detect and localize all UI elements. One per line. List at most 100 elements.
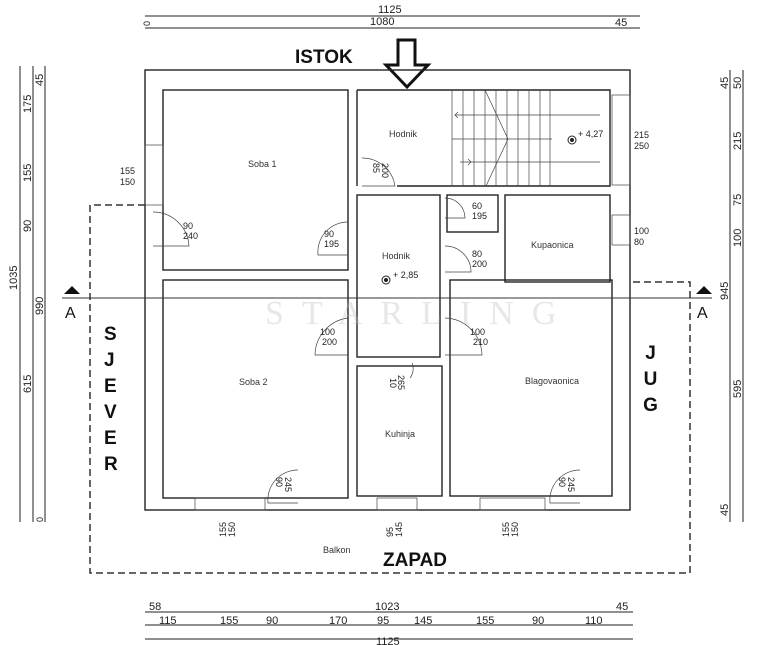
section-line-a: A A xyxy=(62,286,712,322)
opening-dim: 90 xyxy=(557,477,567,487)
opening-dim: 200 xyxy=(322,337,337,347)
dim-left-seg: 615 xyxy=(22,375,34,393)
dim-left-seg: 175 xyxy=(22,95,34,113)
dim-bottom: 110 xyxy=(585,615,603,627)
opening-dim: 100 xyxy=(470,327,485,337)
opening-dim: 155 xyxy=(120,166,135,176)
room-soba-1: Soba 1 xyxy=(248,159,277,169)
elevation-upper: + 4,27 xyxy=(578,129,603,139)
opening-labels: 155 150 90 240 90 195 85 200 60 195 80 2… xyxy=(120,130,649,537)
dim-left-inner: 990 xyxy=(34,297,46,315)
opening-dim: 100 xyxy=(634,226,649,236)
opening-dim: 150 xyxy=(120,177,135,187)
opening-dim: 100 xyxy=(320,327,335,337)
dim-bottom-total: 1125 xyxy=(376,636,400,645)
opening-dim: 10 xyxy=(388,378,398,388)
dim-left-total: 1035 xyxy=(8,266,20,290)
direction-letter: S xyxy=(104,324,117,345)
opening-dim: 145 xyxy=(394,522,404,537)
dim-bottom: 95 xyxy=(377,615,389,627)
room-hodnik-top: Hodnik xyxy=(389,129,418,139)
dim-bottom: 155 xyxy=(220,615,238,627)
dim-right-total: 945 xyxy=(719,282,731,300)
dim-top-right: 45 xyxy=(615,17,627,29)
direction-letter: V xyxy=(104,402,117,423)
direction-east-label: ISTOK xyxy=(295,47,353,68)
opening-dim: 195 xyxy=(324,239,339,249)
opening-dim: 200 xyxy=(472,259,487,269)
section-label-right: A xyxy=(697,305,708,322)
elevation-lower: + 2,85 xyxy=(393,270,418,280)
dim-right-seg: 100 xyxy=(732,229,744,247)
room-kupaonica: Kupaonica xyxy=(531,240,574,250)
room-hodnik-middle: Hodnik xyxy=(382,251,411,261)
opening-dim: 95 xyxy=(385,527,395,537)
opening-dim: 245 xyxy=(283,477,293,492)
opening-dim: 150 xyxy=(227,522,237,537)
opening-dim: 215 xyxy=(634,130,649,140)
room-soba-2: Soba 2 xyxy=(239,377,268,387)
opening-dim: 250 xyxy=(634,141,649,151)
dim-left-seg: 155 xyxy=(22,164,34,182)
dim-right-seg: 595 xyxy=(732,380,744,398)
room-blagovaonica: Blagovaonica xyxy=(525,376,579,386)
watermark-brand: STARLING xyxy=(265,295,574,332)
dim-bottom: 58 xyxy=(149,601,161,613)
dim-bottom: 170 xyxy=(329,615,347,627)
direction-letter: E xyxy=(104,428,117,449)
opening-dim: 210 xyxy=(473,337,488,347)
opening-dim: 245 xyxy=(566,477,576,492)
dim-bottom: 45 xyxy=(616,601,628,613)
opening-dim: 155 xyxy=(501,522,511,537)
dim-right-bottom: 45 xyxy=(719,504,731,516)
opening-dim: 90 xyxy=(274,477,284,487)
arrow-down-icon xyxy=(382,38,432,90)
opening-dim: 90 xyxy=(183,221,193,231)
dim-right-seg: 50 xyxy=(732,77,744,89)
dim-bottom: 115 xyxy=(159,615,177,627)
opening-dim: 60 xyxy=(472,201,482,211)
elevation-marker-upper: + 4,27 xyxy=(567,129,603,145)
dim-right-top: 45 xyxy=(719,77,731,89)
section-label-left: A xyxy=(65,305,76,322)
opening-dim: 80 xyxy=(634,237,644,247)
dim-left-seg: 90 xyxy=(22,220,34,232)
bottom-dimensions: 58 1023 45 115 155 90 170 95 145 155 90 … xyxy=(145,601,633,645)
direction-west-label: ZAPAD xyxy=(383,550,447,571)
dim-right-seg: 215 xyxy=(732,132,744,150)
opening-dim: 265 xyxy=(396,375,406,390)
opening-dim: 85 xyxy=(371,163,381,173)
walls xyxy=(144,69,631,511)
opening-dim: 155 xyxy=(218,522,228,537)
dim-bottom: 155 xyxy=(476,615,494,627)
direction-letter: R xyxy=(104,454,118,475)
top-dimensions: 1125 1080 0 45 xyxy=(142,4,640,29)
opening-dim: 195 xyxy=(472,211,487,221)
dim-right-seg: 75 xyxy=(732,194,744,206)
right-dimensions: 45 945 45 50 215 75 100 595 xyxy=(719,70,744,522)
opening-dim: 150 xyxy=(510,522,520,537)
dim-bottom: 1023 xyxy=(375,601,399,613)
dim-bottom: 145 xyxy=(414,615,432,627)
opening-dim: 90 xyxy=(324,229,334,239)
dim-left-bottom: 0 xyxy=(35,517,45,522)
direction-letter: J xyxy=(104,350,115,371)
dim-bottom: 90 xyxy=(266,615,278,627)
dim-bottom: 90 xyxy=(532,615,544,627)
elevation-marker-lower: + 2,85 xyxy=(381,270,418,285)
room-kuhinja: Kuhinja xyxy=(385,429,415,439)
dim-top-inner: 1080 xyxy=(370,16,394,28)
dim-top-left: 0 xyxy=(142,21,152,26)
direction-south-label: JUG xyxy=(640,343,661,421)
direction-letter: E xyxy=(104,376,117,397)
room-balkon: Balkon xyxy=(323,545,351,555)
left-dimensions: 1035 990 175 155 90 615 45 0 xyxy=(8,66,46,522)
balcony-outline xyxy=(89,204,691,574)
watermark-logo: STARLING xyxy=(265,295,574,332)
opening-dim: 200 xyxy=(380,163,390,178)
opening-dim: 240 xyxy=(183,231,198,241)
opening-dim: 80 xyxy=(472,249,482,259)
